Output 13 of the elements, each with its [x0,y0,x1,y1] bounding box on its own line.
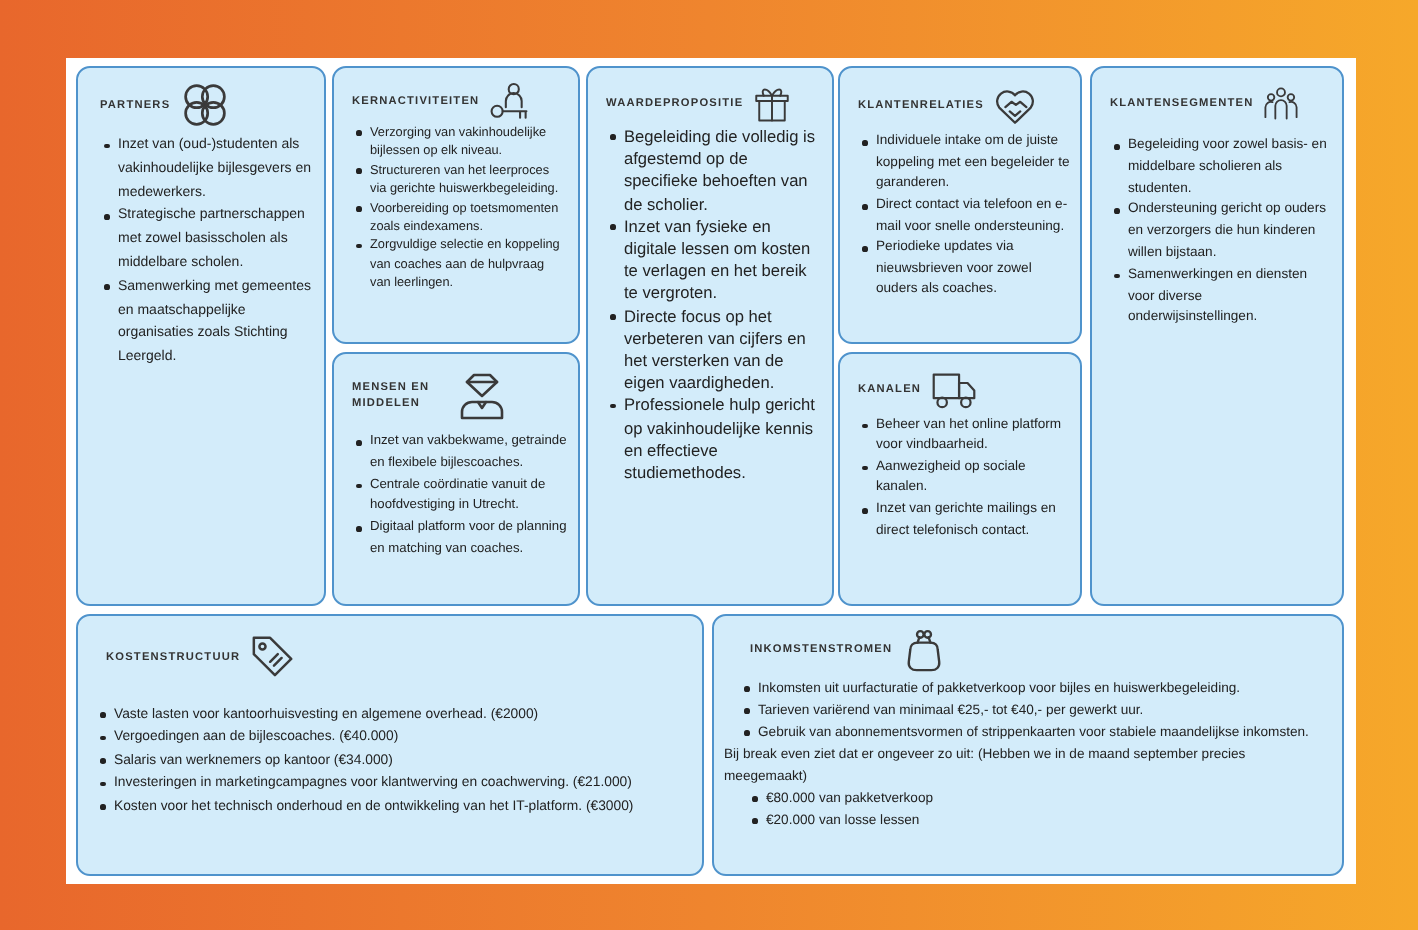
canvas-block [76,614,704,876]
canvas-block [838,66,1082,344]
canvas-block [838,352,1082,606]
canvas-block [712,614,1344,876]
canvas-block [332,352,580,606]
bullet-text: Directe focus op het verbeteren van cijfers en het versterken van de eigen vaardigheden. [606,305,822,395]
bullet-text: Inzet van fysieke en digitale lessen om kosten te verlagen en het bereik te vergroten. [606,215,822,306]
canvas-block [586,66,834,606]
canvas-block [1090,66,1344,606]
canvas-block [332,66,580,344]
bullet-text: Professionele hulp gericht op vakinhoudelijke kennis en effectieve studiemethodes. [606,394,822,485]
canvas-block [76,66,326,606]
bullet-text: Begeleiding die volledig is afgestemd op de specifieke behoeften van de scholier. [606,126,822,216]
